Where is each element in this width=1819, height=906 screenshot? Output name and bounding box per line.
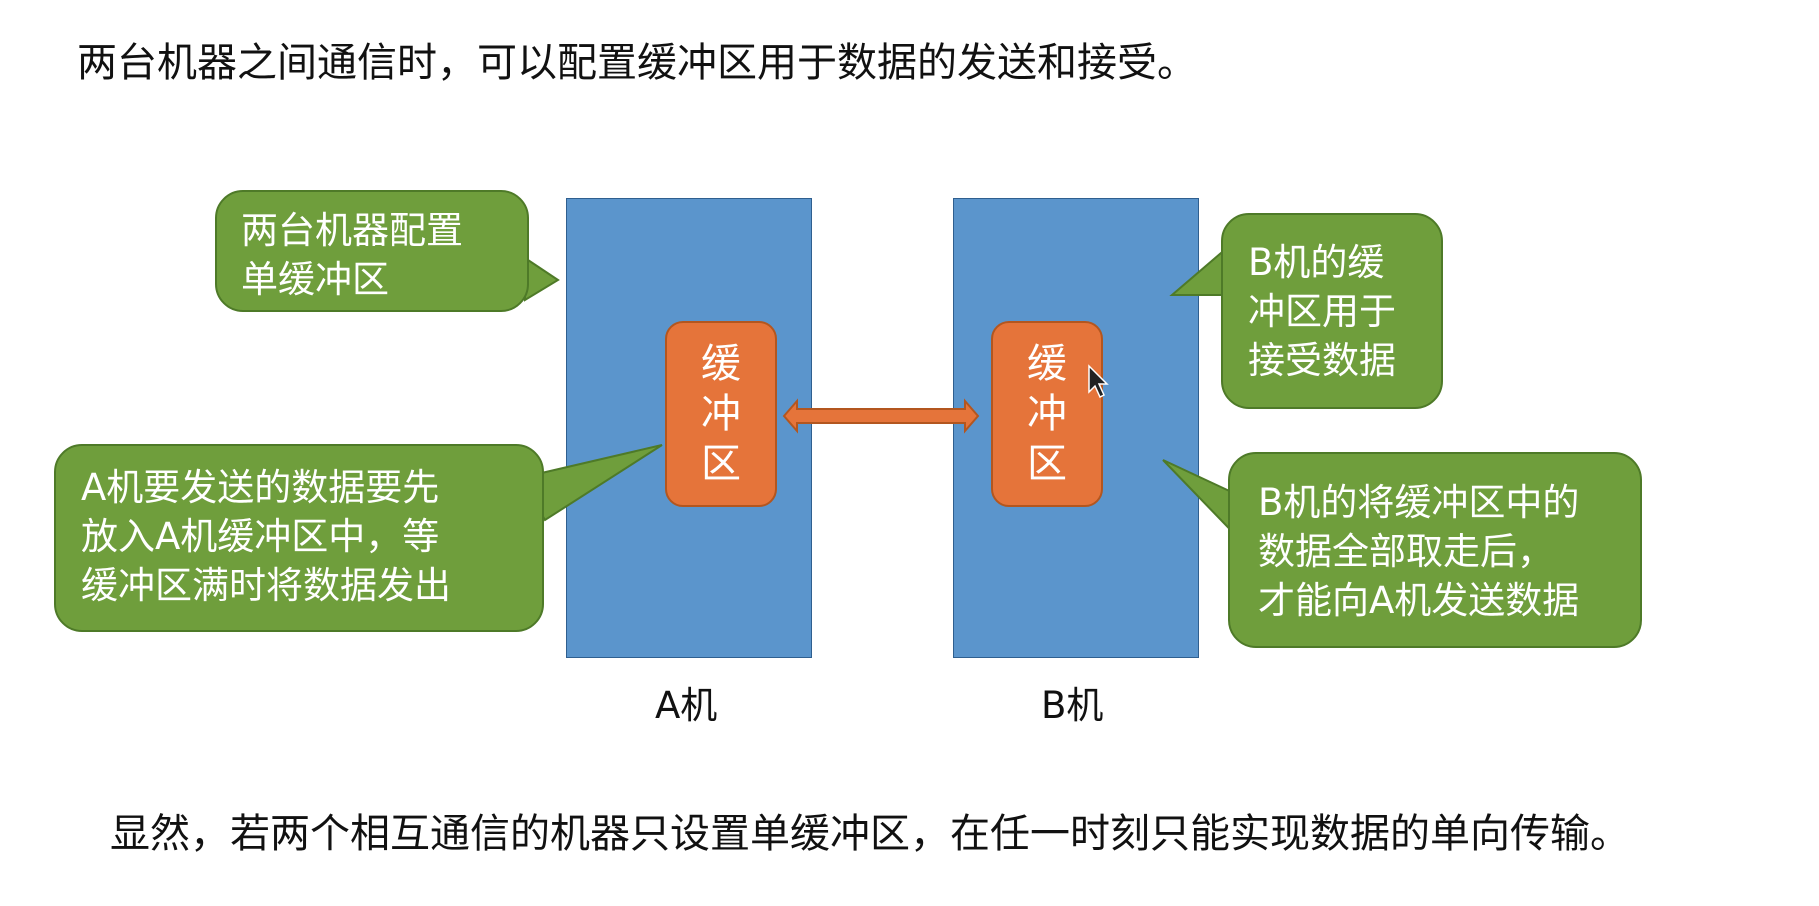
callout-single-buffer: 两台机器配置 单缓冲区 xyxy=(215,190,529,312)
cursor-icon xyxy=(1088,364,1109,399)
intro-text: 两台机器之间通信时，可以配置缓冲区用于数据的发送和接受。 xyxy=(77,40,1197,86)
callout-line: B机的将缓冲区中的 xyxy=(1258,481,1580,524)
callout-line: 缓冲区满时将数据发出 xyxy=(81,564,451,607)
buffer-char: 缓 xyxy=(701,341,741,387)
callout-a-send: A机要发送的数据要先 放入A机缓冲区中，等 缓冲区满时将数据发出 xyxy=(54,444,544,632)
callout-line: 才能向A机发送数据 xyxy=(1258,579,1580,622)
conclusion-text: 显然，若两个相互通信的机器只设置单缓冲区，在任一时刻只能实现数据的单向传输。 xyxy=(110,811,1630,857)
callout-b-receive: B机的缓 冲区用于 接受数据 xyxy=(1221,213,1443,409)
machine-a-label: A机 xyxy=(655,684,718,727)
callout-line: 单缓冲区 xyxy=(241,258,389,301)
machine-b-buffer: 缓 冲 区 xyxy=(991,321,1103,507)
callout-line: 两台机器配置 xyxy=(241,209,463,252)
callout-line: 冲区用于 xyxy=(1248,290,1396,333)
machine-a-buffer: 缓 冲 区 xyxy=(665,321,777,507)
buffer-char: 区 xyxy=(1027,441,1067,487)
callout-line: 数据全部取走后， xyxy=(1258,530,1554,573)
buffer-char: 区 xyxy=(701,441,741,487)
callout-line: A机要发送的数据要先 xyxy=(81,466,440,509)
callout-line: 放入A机缓冲区中，等 xyxy=(81,515,440,558)
buffer-char: 冲 xyxy=(701,391,741,437)
double-arrow xyxy=(782,398,980,434)
callout-b-take: B机的将缓冲区中的 数据全部取走后， 才能向A机发送数据 xyxy=(1228,452,1642,648)
callout-line: B机的缓 xyxy=(1248,241,1385,284)
machine-b-label: B机 xyxy=(1041,684,1104,727)
callout-line: 接受数据 xyxy=(1248,339,1396,382)
buffer-char: 缓 xyxy=(1027,341,1067,387)
buffer-char: 冲 xyxy=(1027,391,1067,437)
callout-pointer-single-buffer xyxy=(524,256,560,302)
